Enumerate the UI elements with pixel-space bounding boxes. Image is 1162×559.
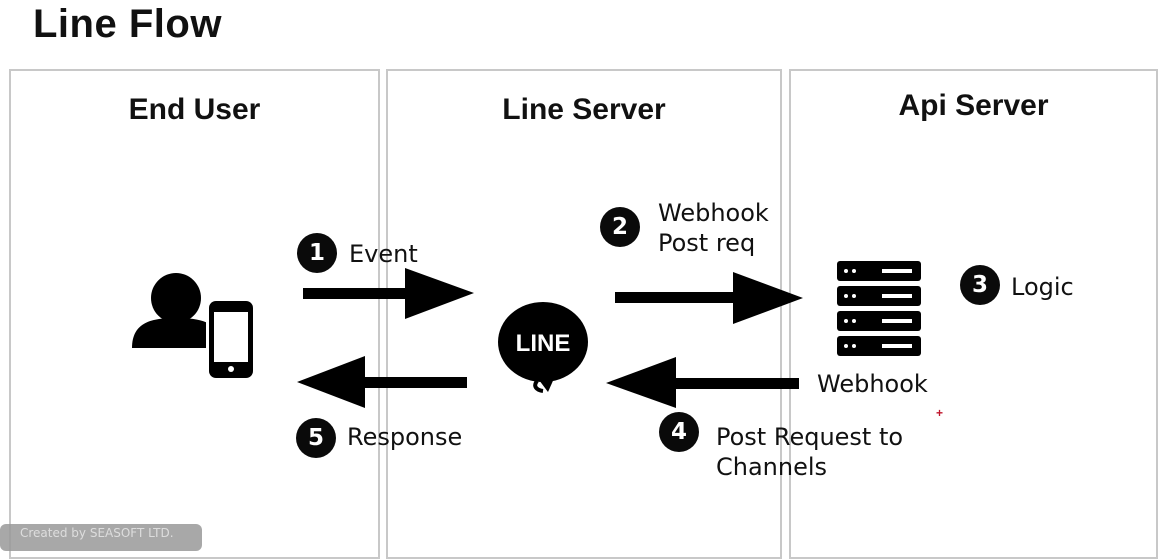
step-label-event: Event [349,240,418,268]
line-server-column: Line Server [386,69,782,559]
api-server-heading: Api Server [898,89,1049,122]
step-label-post-request: Post Request to [716,423,904,451]
post-request-arrow [606,357,799,408]
event-arrow [303,268,474,319]
end-user-heading: End User [128,93,261,126]
webhook-post-arrow [615,272,803,324]
line-logo-icon: LINE [498,302,588,393]
server-stack-icon [837,261,921,356]
credit-footer: Created by SEASOFT LTD. [0,524,202,551]
step-label-webhook: Webhook [658,199,769,227]
line-server-heading: Line Server [502,93,666,126]
user-with-phone-icon [132,273,256,380]
step-badge-2: 2 [600,207,640,247]
response-arrow [297,356,467,408]
step-badge-1: 1 [297,233,337,273]
step-badge-5: 5 [296,418,336,458]
step-label-logic: Logic [1011,273,1074,301]
step-badge-4: 4 [659,412,699,452]
page-title: Line Flow [33,2,222,46]
line-logo-text: LINE [516,330,571,357]
step-label-post-req: Post req [658,229,756,257]
cross-marker: + [936,406,944,420]
server-label: Webhook [817,370,928,398]
step-label-response: Response [347,423,463,451]
step-label-channels: Channels [716,453,828,481]
step-badge-3: 3 [960,265,1000,305]
